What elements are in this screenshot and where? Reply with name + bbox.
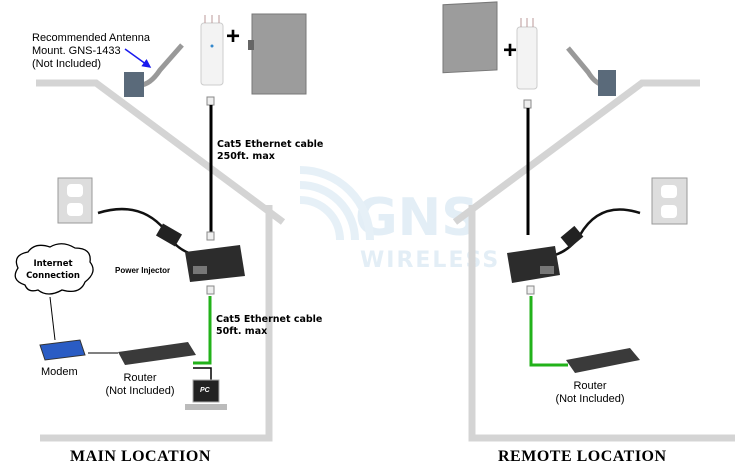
power-cord — [97, 207, 196, 257]
watermark-waves-icon — [299, 166, 374, 241]
remote-router-icon — [566, 348, 640, 373]
modem-icon — [39, 339, 86, 361]
router-line: (Not Included) — [555, 393, 625, 405]
internet-cloud-icon — [14, 243, 94, 295]
cable-long-label: Cat5 Ethernet cable 250ft. max — [217, 139, 323, 163]
plus-sign: + — [226, 23, 241, 50]
green-cable-main — [193, 296, 212, 365]
connector-icon — [206, 231, 215, 241]
remote-location-title: REMOTE LOCATION — [498, 448, 667, 465]
main-radio-antenna-icon — [200, 15, 224, 86]
pc-icon — [185, 379, 227, 410]
router-line: Router — [573, 380, 607, 392]
remote-outlet-icon — [651, 177, 688, 225]
router-line: (Not Included) — [105, 385, 175, 397]
power-brick-icon — [560, 225, 584, 249]
cable-short-label: Cat5 Ethernet cable 50ft. max — [216, 314, 322, 338]
internet-label: Internet Connection — [18, 258, 88, 282]
router-line: Router — [123, 372, 157, 384]
remote-plus-sign: + — [503, 37, 518, 64]
cloud-modem-link — [49, 296, 56, 341]
internet-line: Connection — [26, 271, 80, 281]
remote-antenna-mount-icon — [566, 46, 616, 96]
main-outlet-icon — [57, 177, 93, 224]
remote-power-injector-icon — [507, 246, 560, 283]
internet-line: Internet — [33, 259, 73, 269]
main-house-outline — [36, 79, 286, 442]
connector-icon — [206, 285, 215, 295]
main-power-injector-icon — [185, 245, 245, 282]
mount-label-line: Mount. GNS-1433 — [32, 45, 121, 57]
main-router-label: Router (Not Included) — [95, 372, 185, 398]
remote-radio-antenna-icon — [516, 18, 538, 90]
antenna-mount-icon — [124, 43, 184, 97]
connector-icon — [526, 285, 535, 295]
modem-label: Modem — [41, 366, 78, 378]
cable-long-line: 250ft. max — [217, 151, 275, 162]
main-location-title: MAIN LOCATION — [70, 448, 211, 465]
connector-icon — [206, 96, 215, 106]
cable-short-line: 50ft. max — [216, 326, 268, 337]
mount-label-line: (Not Included) — [32, 58, 102, 70]
main-router-icon — [118, 342, 196, 365]
remote-router-label: Router (Not Included) — [545, 380, 635, 406]
pc-cable — [193, 367, 212, 382]
remote-house-outline — [452, 79, 735, 442]
power-brick-icon — [155, 223, 183, 247]
connector-icon — [523, 99, 532, 109]
mount-arrow — [124, 48, 152, 68]
power-injector-label: Power Injector — [115, 266, 171, 275]
green-cable-remote — [529, 296, 568, 367]
cable-long-line: Cat5 Ethernet cable — [217, 139, 324, 150]
remote-panel-antenna-icon — [442, 1, 498, 74]
mount-label-line: Recommended Antenna — [32, 32, 151, 44]
mount-label: Recommended Antenna Mount. GNS-1433 (Not… — [32, 32, 150, 71]
pc-label: PC — [200, 387, 210, 394]
main-panel-antenna-icon — [248, 13, 307, 95]
cable-short-line: Cat5 Ethernet cable — [216, 314, 323, 325]
